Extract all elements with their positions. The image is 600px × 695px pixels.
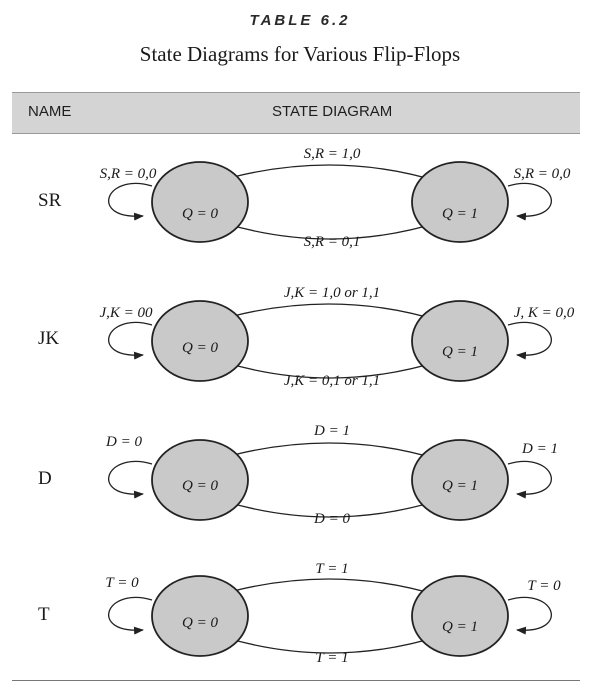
state-circle-q0 bbox=[151, 575, 249, 657]
row-name-t: T bbox=[38, 604, 50, 625]
transition-1-to-0 bbox=[219, 220, 441, 240]
transition-label: T = 1 bbox=[315, 650, 348, 666]
self-loop-state0 bbox=[108, 460, 153, 499]
self-loop-label: T = 0 bbox=[105, 575, 139, 591]
transition-1-to-0 bbox=[219, 498, 441, 518]
row-name-sr: SR bbox=[38, 190, 62, 211]
state-label: Q = 1 bbox=[442, 478, 478, 494]
state-label: Q = 0 bbox=[182, 340, 218, 356]
transition-label: S,R = 1,0 bbox=[304, 146, 361, 162]
table-number: TABLE 6.2 bbox=[249, 12, 351, 29]
state-label: Q = 0 bbox=[182, 206, 218, 222]
state-label: Q = 1 bbox=[442, 206, 478, 222]
transition-label: J,K = 1,0 or 1,1 bbox=[284, 285, 380, 301]
state-circle-q1 bbox=[411, 161, 509, 243]
transition-label: J,K = 0,1 or 1,1 bbox=[284, 373, 380, 389]
diagram-d: Q = 0 Q = 1 D = 0 D = 1 D = 1 D = 0 bbox=[105, 423, 558, 527]
transition-label: S,R = 0,1 bbox=[304, 234, 361, 250]
self-loop-state0 bbox=[108, 321, 153, 360]
self-loop-state1 bbox=[507, 460, 552, 499]
state-label: Q = 0 bbox=[182, 478, 218, 494]
transition-0-to-1 bbox=[214, 578, 441, 598]
self-loop-label: T = 0 bbox=[527, 578, 561, 594]
state-label: Q = 1 bbox=[442, 344, 478, 360]
state-circle-q1 bbox=[411, 439, 509, 521]
state-label: Q = 1 bbox=[442, 619, 478, 635]
row-name-jk: JK bbox=[38, 328, 60, 349]
self-loop-label: J, K = 0,0 bbox=[514, 305, 575, 321]
diagram-jk: Q = 0 Q = 1 J,K = 00 J, K = 0,0 J,K = 1,… bbox=[99, 285, 574, 389]
self-loop-state0 bbox=[108, 596, 153, 635]
self-loop-label: S,R = 0,0 bbox=[514, 166, 571, 182]
transition-0-to-1 bbox=[214, 303, 441, 323]
state-label: Q = 0 bbox=[182, 615, 218, 631]
self-loop-state1 bbox=[507, 321, 552, 360]
self-loop-label: D = 0 bbox=[105, 434, 142, 450]
self-loop-state0 bbox=[108, 182, 153, 221]
transition-label: T = 1 bbox=[315, 561, 348, 577]
table-title: State Diagrams for Various Flip-Flops bbox=[139, 42, 461, 66]
column-header-state-diagram: STATE DIAGRAM bbox=[272, 103, 393, 120]
diagram-t: Q = 0 Q = 1 T = 0 T = 0 T = 1 T = 1 bbox=[105, 561, 561, 666]
self-loop-label: D = 1 bbox=[521, 441, 558, 457]
transition-0-to-1 bbox=[214, 442, 441, 462]
transition-label: D = 0 bbox=[313, 511, 350, 527]
state-circle-q0 bbox=[151, 439, 249, 521]
state-circle-q1 bbox=[411, 575, 509, 657]
self-loop-state1 bbox=[507, 182, 552, 221]
transition-1-to-0 bbox=[219, 359, 441, 379]
transition-0-to-1 bbox=[214, 164, 441, 184]
self-loop-label: J,K = 00 bbox=[99, 305, 153, 321]
state-circle-q0 bbox=[151, 161, 249, 243]
self-loop-state1 bbox=[507, 596, 552, 635]
transition-label: D = 1 bbox=[313, 423, 350, 439]
diagram-sr: Q = 0 Q = 1 S,R = 0,0 S,R = 0,0 S,R = 1,… bbox=[100, 146, 571, 250]
state-circle-q0 bbox=[151, 300, 249, 382]
row-name-d: D bbox=[38, 468, 52, 489]
column-header-band bbox=[12, 92, 580, 134]
table-bottom-rule bbox=[12, 680, 580, 681]
state-circle-q1 bbox=[411, 300, 509, 382]
column-header-name: NAME bbox=[28, 103, 72, 120]
transition-1-to-0 bbox=[219, 634, 441, 654]
self-loop-label: S,R = 0,0 bbox=[100, 166, 157, 182]
